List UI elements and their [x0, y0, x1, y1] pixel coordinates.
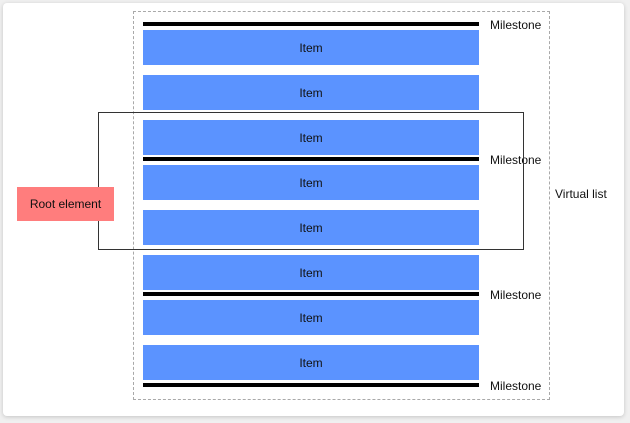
- milestone-label: Milestone: [490, 379, 542, 393]
- milestone-label: Milestone: [490, 18, 542, 32]
- milestone-line: [143, 157, 479, 161]
- list-item: Item: [143, 30, 479, 65]
- list-item: Item: [143, 300, 479, 335]
- virtual-list-frame: [133, 11, 550, 400]
- root-element-frame: [98, 112, 524, 250]
- list-item: Item: [143, 345, 479, 380]
- list-item: Item: [143, 210, 479, 245]
- milestone-label: Milestone: [490, 288, 542, 302]
- list-item: Item: [143, 165, 479, 200]
- milestone-line: [143, 22, 479, 26]
- list-item: Item: [143, 255, 479, 290]
- root-element-label: Root element: [17, 187, 114, 221]
- milestone-line: [143, 292, 479, 296]
- virtual-list-label: Virtual list: [555, 187, 607, 201]
- list-item: Item: [143, 75, 479, 110]
- list-item: Item: [143, 120, 479, 155]
- milestone-line: [143, 383, 479, 387]
- milestone-label: Milestone: [490, 153, 542, 167]
